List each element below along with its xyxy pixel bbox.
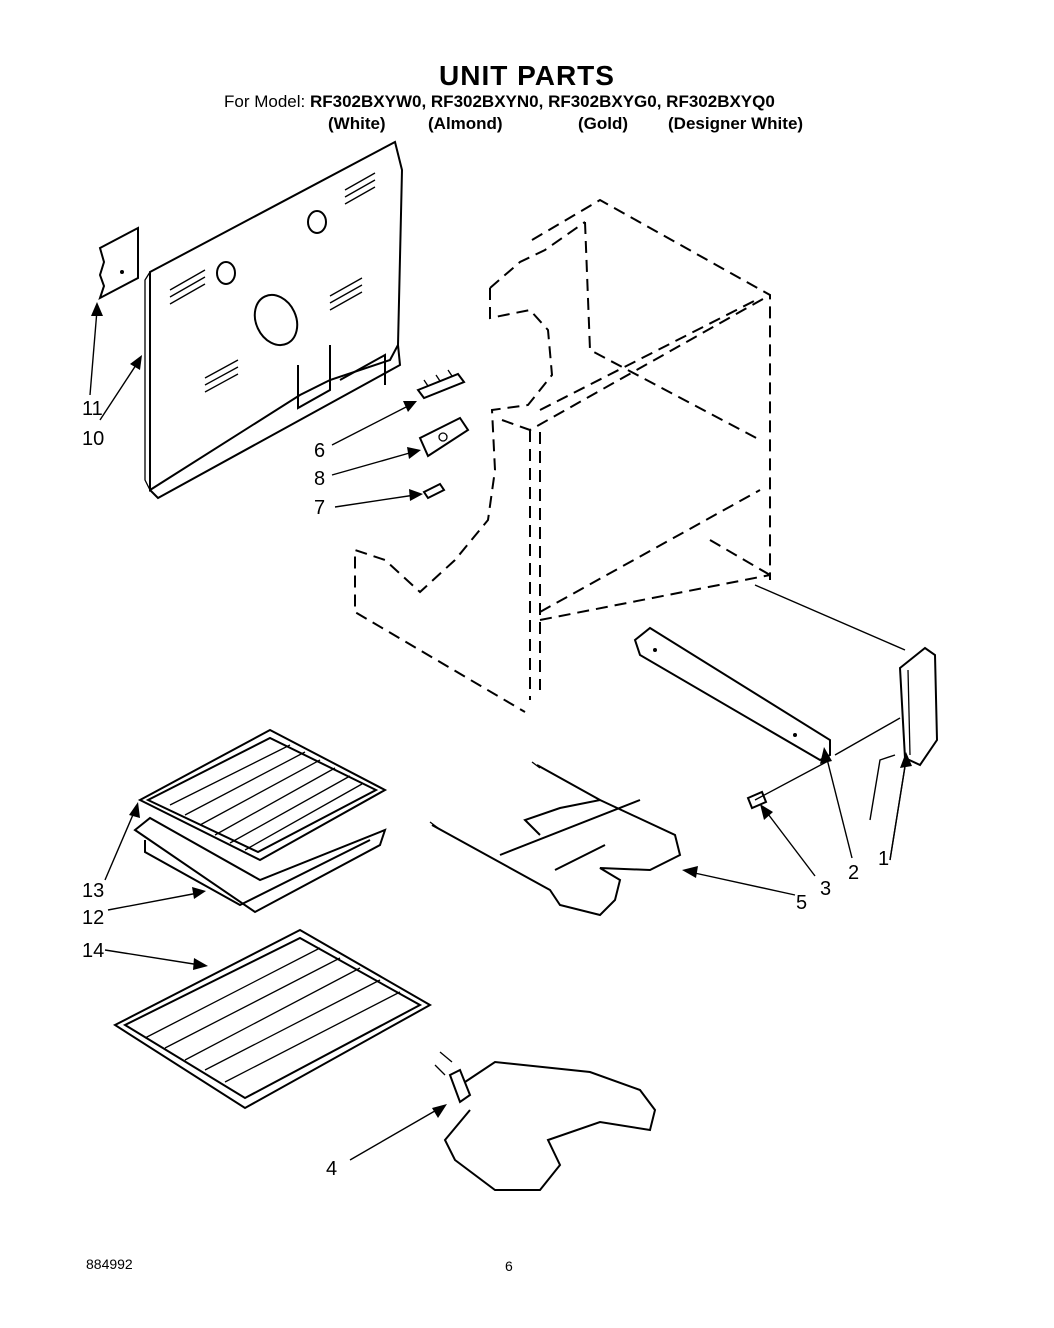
callout-1: 1 bbox=[878, 848, 890, 870]
color-almond: (Almond) bbox=[428, 114, 503, 133]
page-number: 6 bbox=[505, 1258, 513, 1274]
clip-part bbox=[422, 482, 446, 500]
cabinet-outline bbox=[354, 198, 771, 713]
bracket-part bbox=[98, 226, 139, 301]
callout-11: 11 bbox=[82, 398, 103, 420]
callout-3: 3 bbox=[820, 878, 832, 900]
bake-element-part bbox=[429, 761, 682, 917]
leader-lines bbox=[89, 302, 912, 1161]
color-gold: (Gold) bbox=[578, 114, 629, 133]
callout-14: 14 bbox=[82, 940, 105, 962]
trim-rail-part bbox=[633, 626, 831, 762]
callout-2: 2 bbox=[848, 862, 860, 884]
screw-part bbox=[746, 790, 768, 810]
callout-4: 4 bbox=[326, 1158, 338, 1180]
model-lead: For Model: bbox=[224, 92, 306, 111]
cover-plate-part bbox=[418, 416, 470, 458]
page-title: UNIT PARTS bbox=[439, 60, 615, 91]
callout-12: 12 bbox=[82, 907, 105, 929]
callout-5: 5 bbox=[796, 892, 808, 914]
broil-pan-part bbox=[133, 728, 388, 914]
callout-6: 6 bbox=[314, 440, 326, 462]
document-number: 884992 bbox=[86, 1256, 133, 1272]
model-list: RF302BXYW0, RF302BXYN0, RF302BXYG0, RF30… bbox=[309, 92, 775, 111]
rear-panel-part bbox=[144, 140, 404, 500]
color-white: (White) bbox=[328, 114, 386, 133]
terminal-block-part bbox=[416, 369, 466, 400]
color-designer-white: (Designer White) bbox=[668, 114, 804, 133]
callout-10: 10 bbox=[82, 428, 105, 450]
oven-rack-part bbox=[112, 928, 433, 1110]
callout-13: 13 bbox=[82, 880, 105, 902]
callout-8: 8 bbox=[314, 468, 326, 490]
callout-7: 7 bbox=[314, 497, 326, 519]
model-line: For Model: RF302BXYW0, RF302BXYN0, RF302… bbox=[224, 92, 775, 112]
side-trim-part bbox=[898, 646, 939, 767]
broil-element-part bbox=[434, 1051, 657, 1191]
